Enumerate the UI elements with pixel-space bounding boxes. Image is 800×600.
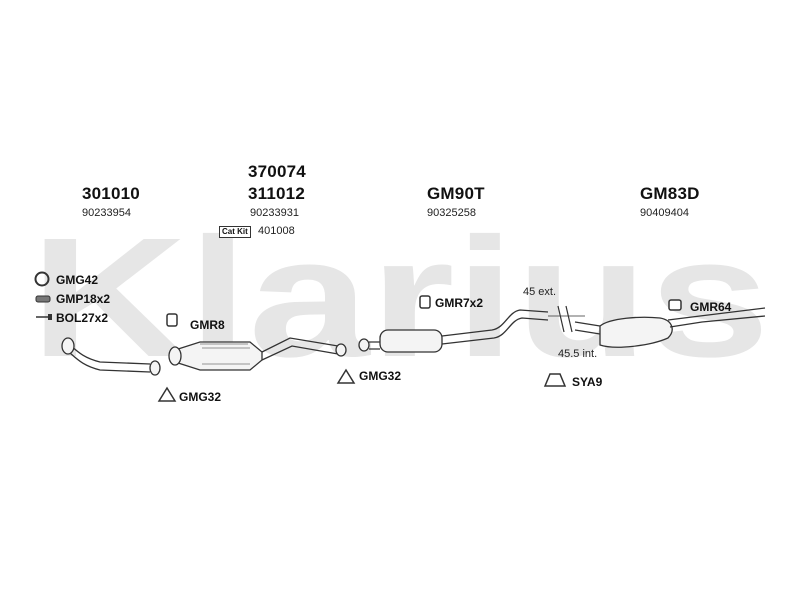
part-number-cat: 311012 — [248, 184, 305, 203]
label-sya9: SYA9 — [572, 375, 603, 389]
oe-number-downpipe: 90233954 — [82, 207, 131, 219]
label-gmr7x2: GMR7x2 — [435, 296, 484, 310]
dimension-int: 45.5 int. — [558, 348, 598, 360]
catkit-badge: Cat Kit — [219, 226, 251, 238]
oe-number-cat: 90233931 — [250, 207, 299, 219]
ring-icon — [34, 271, 50, 287]
part-number-center: GM90T — [427, 184, 485, 203]
catalytic-converter-part — [168, 337, 347, 371]
legend-gmg42: GMG42 — [56, 273, 99, 287]
part-number-downpipe: 301010 — [82, 184, 140, 203]
legend-bol27x2: BOL27x2 — [56, 311, 109, 325]
label-gmg32-left: GMG32 — [179, 390, 222, 404]
part-number-rear: GM83D — [640, 184, 700, 203]
rubber-mount-icon — [166, 295, 682, 387]
triangle-hanger-icon — [157, 368, 356, 402]
label-gmg32-mid: GMG32 — [359, 369, 402, 383]
part-number-cat-top: 370074 — [248, 162, 306, 181]
pad-icon — [35, 295, 51, 303]
rear-silencer-part — [574, 307, 766, 348]
legend-gmp18x2: GMP18x2 — [56, 292, 111, 306]
bolt-icon — [36, 314, 52, 320]
label-gmr8: GMR8 — [190, 318, 225, 332]
label-gmr64: GMR64 — [690, 300, 732, 314]
dimension-ext: 45 ext. — [523, 286, 557, 298]
oe-number-rear: 90409404 — [640, 207, 689, 219]
catkit-number: 401008 — [258, 225, 295, 237]
centre-silencer-part — [358, 309, 549, 353]
downpipe-part — [61, 337, 161, 376]
overlap-marker — [548, 305, 585, 333]
oe-number-center: 90325258 — [427, 207, 476, 219]
